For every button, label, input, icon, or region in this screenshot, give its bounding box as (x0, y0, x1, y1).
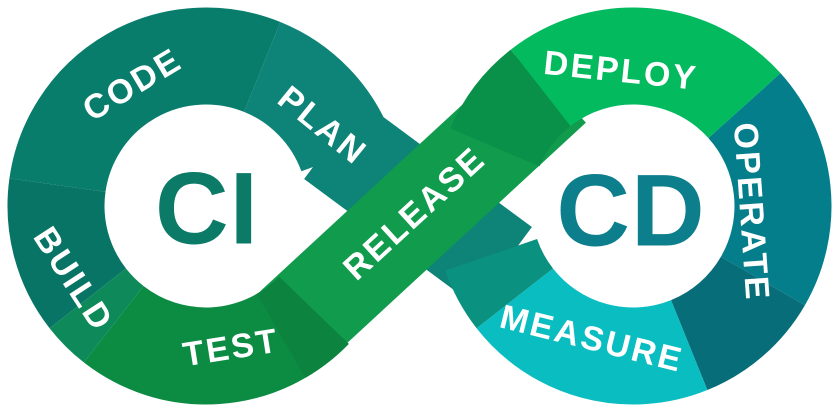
ci-loop (7, 7, 393, 405)
operate-measure-transition (669, 255, 805, 391)
ci-label: CI (155, 152, 259, 266)
build-segment (7, 178, 127, 329)
measure-plan-transition (445, 237, 554, 329)
measure-segment (476, 267, 708, 405)
code-segment (9, 7, 281, 194)
cd-label: CD (556, 154, 705, 268)
operate-segment (707, 73, 832, 306)
build-test-transition (49, 267, 145, 363)
test-release-transition (255, 275, 349, 378)
deploy-segment (510, 7, 781, 140)
cd-loop (445, 7, 832, 405)
hub-labels: CI CD (155, 152, 705, 268)
release-deploy-transition (450, 49, 572, 168)
